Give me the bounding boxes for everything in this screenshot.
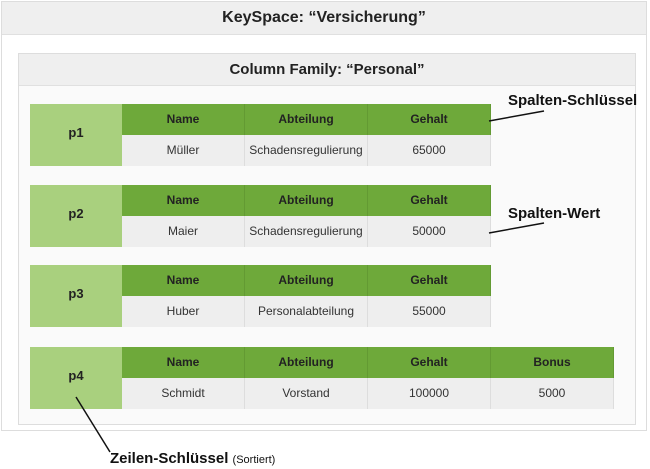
column-value-cell: Personalabteilung (245, 296, 368, 327)
column-key-cell: Gehalt (368, 104, 491, 135)
column-value-cell: Müller (122, 135, 245, 166)
column-value-cell: Vorstand (245, 378, 368, 409)
column-value-cell: Schmidt (122, 378, 245, 409)
row-key: p3 (30, 265, 122, 327)
keyspace-title: KeySpace: “Versicherung” (2, 2, 646, 35)
column-key-cell: Abteilung (245, 104, 368, 135)
column-value-cell: 100000 (368, 378, 491, 409)
row-key: p1 (30, 104, 122, 166)
column-key-cell: Abteilung (245, 185, 368, 216)
column-value-cell: 50000 (368, 216, 491, 247)
column-key-cell: Bonus (491, 347, 614, 378)
column-key-pointer (488, 110, 545, 122)
column-key-cell: Abteilung (245, 265, 368, 296)
column-value-cell: Maier (122, 216, 245, 247)
column-value-pointer (488, 222, 545, 234)
row-key: p2 (30, 185, 122, 247)
column-value-label: Spalten-Wert (508, 205, 601, 222)
column-key-cell: Gehalt (368, 185, 491, 216)
column-key-cell: Abteilung (245, 347, 368, 378)
column-key-cell: Name (122, 347, 245, 378)
row-key: p4 (30, 347, 122, 409)
column-family-title: Column Family: “Personal” (19, 54, 635, 86)
row-key-note: (Sortiert) (232, 454, 276, 466)
column-key-cell: Name (122, 104, 245, 135)
column-key-cell: Name (122, 265, 245, 296)
row-key-text: Zeilen-Schlüssel (110, 450, 229, 467)
column-value-cell: Huber (122, 296, 245, 327)
column-key-label: Spalten-Schlüssel (508, 92, 638, 109)
column-value-cell: Schadensregulierung (245, 216, 368, 247)
column-value-cell: 5000 (491, 378, 614, 409)
row-key-pointer (75, 396, 111, 453)
column-key-cell: Gehalt (368, 265, 491, 296)
column-value-cell: Schadensregulierung (245, 135, 368, 166)
row-key-label: Zeilen-Schlüssel (Sortiert) (110, 450, 275, 467)
column-value-cell: 55000 (368, 296, 491, 327)
column-value-cell: 65000 (368, 135, 491, 166)
column-key-cell: Gehalt (368, 347, 491, 378)
column-key-cell: Name (122, 185, 245, 216)
